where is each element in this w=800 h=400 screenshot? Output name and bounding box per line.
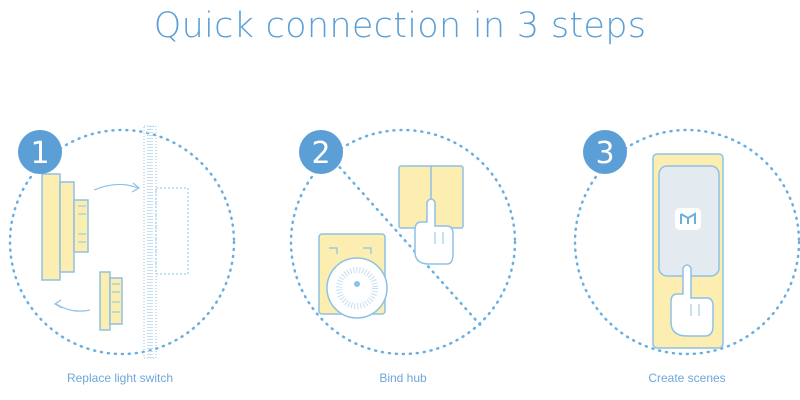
step-number: 2 [311,136,330,171]
step-caption: Replace light switch [66,371,174,385]
step-3: 3 [567,122,800,362]
phone-app-icon: 3 [573,128,800,356]
step-1: 1 [2,122,242,362]
step-caption: Bind hub [379,371,427,385]
step-caption: Create scenes [648,371,726,385]
page-title: Quick connection in 3 steps [153,6,647,46]
step-badge [18,130,62,174]
step-number: 3 [595,136,614,171]
step-badge [583,130,627,174]
step-number: 1 [30,136,49,171]
step-2: 2 [283,122,523,362]
wall-switch-install-icon: 1 [8,125,236,359]
hub-pairing-icon: 2 [289,128,517,356]
step-badge [299,130,343,174]
